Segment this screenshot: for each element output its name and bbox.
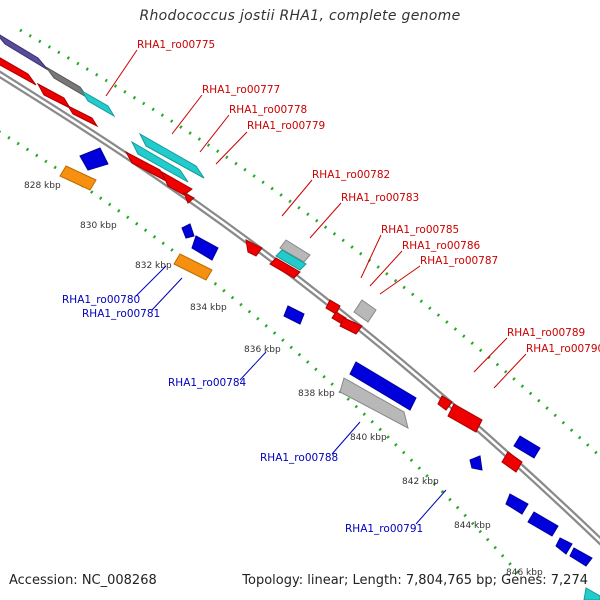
- genome-backbone-inner: [0, 73, 600, 543]
- gene-label[interactable]: RHA1_ro00788: [260, 452, 338, 464]
- gene-feature-cyan[interactable]: [583, 587, 600, 600]
- scale-labels: 828 kbp 830 kbp 832 kbp 834 kbp 836 kbp …: [24, 181, 543, 578]
- gene-feature-cyan[interactable]: [275, 249, 307, 271]
- gene-feature-red[interactable]: [501, 451, 523, 473]
- gene-label[interactable]: RHA1_ro00787: [420, 255, 498, 267]
- gene-feature-blue[interactable]: [283, 305, 305, 325]
- scale-label: 838 kbp: [298, 389, 335, 399]
- gene-feature-red[interactable]: [160, 170, 193, 196]
- feature-track-forward: [0, 34, 600, 600]
- gene-feature-red[interactable]: [66, 104, 99, 128]
- scale-label: 834 kbp: [190, 303, 227, 313]
- gene-feature-blue[interactable]: [469, 455, 483, 471]
- gene-label[interactable]: RHA1_ro00775: [137, 39, 215, 51]
- gene-label[interactable]: RHA1_ro00781: [82, 308, 160, 320]
- gene-feature-blue[interactable]: [191, 235, 219, 261]
- gene-feature-grey[interactable]: [279, 239, 311, 263]
- gene-feature-blue[interactable]: [513, 435, 541, 459]
- gene-label[interactable]: RHA1_ro00780: [62, 294, 140, 306]
- gene-feature-orange[interactable]: [173, 253, 213, 281]
- genome-summary-text: Topology: linear; Length: 7,804,765 bp; …: [242, 573, 588, 588]
- gene-feature-blue[interactable]: [181, 223, 195, 239]
- gene-feature-red[interactable]: [269, 257, 301, 279]
- gene-feature-blue[interactable]: [569, 547, 593, 567]
- gene-labels-reverse: RHA1_ro00780 RHA1_ro00781 RHA1_ro00784 R…: [62, 265, 447, 535]
- gene-label[interactable]: RHA1_ro00791: [345, 523, 423, 535]
- gene-feature-red[interactable]: [245, 239, 263, 257]
- gene-feature-cyan[interactable]: [80, 89, 116, 118]
- accession-text: Accession: NC_008268: [9, 573, 157, 588]
- scale-label: 844 kbp: [454, 521, 491, 531]
- gene-label[interactable]: RHA1_ro00777: [202, 84, 280, 96]
- gene-feature-cyan[interactable]: [130, 140, 189, 183]
- gene-feature-cyan[interactable]: [138, 132, 205, 179]
- scale-label: 846 kbp: [506, 568, 543, 578]
- map-title: Rhodococcus jostii RHA1, complete genome: [139, 8, 461, 24]
- gene-feature-grey[interactable]: [353, 299, 377, 323]
- gene-label[interactable]: RHA1_ro00779: [247, 120, 325, 132]
- gene-feature-blue[interactable]: [505, 493, 529, 515]
- gene-feature-red[interactable]: [339, 317, 363, 335]
- gene-feature-blue[interactable]: [79, 147, 109, 171]
- gene-feature-blue[interactable]: [527, 511, 559, 537]
- scale-label: 832 kbp: [135, 261, 172, 271]
- gene-label[interactable]: RHA1_ro00778: [229, 104, 307, 116]
- feature-track-reverse: [59, 147, 593, 567]
- gene-feature-blue[interactable]: [555, 537, 573, 555]
- gene-feature-orange[interactable]: [59, 165, 97, 191]
- gene-label[interactable]: RHA1_ro00790: [526, 343, 600, 355]
- gene-feature-grey[interactable]: [339, 377, 409, 429]
- scale-label: 840 kbp: [350, 433, 387, 443]
- scale-label: 842 kbp: [402, 477, 439, 487]
- gene-label[interactable]: RHA1_ro00784: [168, 377, 247, 389]
- scale-label: 828 kbp: [24, 181, 61, 191]
- scale-label: 836 kbp: [244, 345, 281, 355]
- gene-label[interactable]: RHA1_ro00783: [341, 192, 419, 204]
- scale-label: 830 kbp: [80, 221, 117, 231]
- gc-track-outer: [19, 28, 600, 459]
- gene-feature-red[interactable]: [447, 403, 483, 433]
- gene-labels-forward: RHA1_ro00775 RHA1_ro00777 RHA1_ro00778 R…: [105, 39, 600, 389]
- gene-feature-red[interactable]: [437, 395, 453, 411]
- gene-feature-red[interactable]: [183, 191, 195, 204]
- gene-feature-blue[interactable]: [349, 361, 417, 411]
- gene-label[interactable]: RHA1_ro00789: [507, 327, 585, 339]
- gene-label[interactable]: RHA1_ro00785: [381, 224, 459, 236]
- gene-label[interactable]: RHA1_ro00782: [312, 169, 390, 181]
- gene-label[interactable]: RHA1_ro00786: [402, 240, 481, 252]
- gene-feature-red[interactable]: [0, 55, 37, 86]
